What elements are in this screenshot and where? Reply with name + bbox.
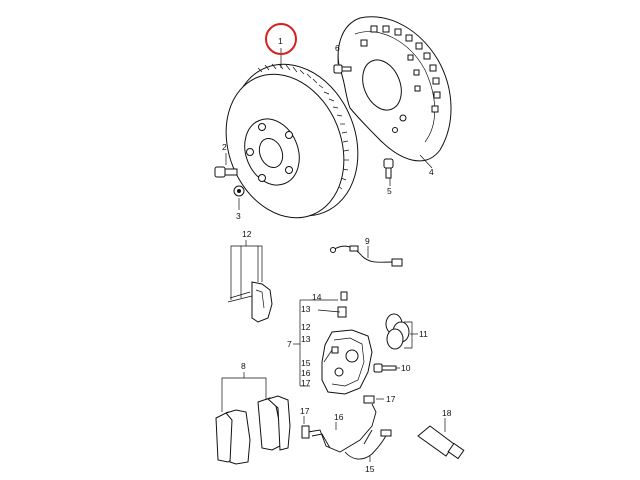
callout-10: 10 xyxy=(401,363,411,373)
callout-13: 13 xyxy=(301,304,311,314)
bolt-10[interactable] xyxy=(373,363,397,373)
screw-6[interactable] xyxy=(333,64,352,74)
callout-16b: 16 xyxy=(334,412,344,422)
callout-3: 3 xyxy=(236,211,241,221)
seal-rings[interactable] xyxy=(385,313,410,350)
callout-1: 1 xyxy=(278,36,283,46)
splash-shield[interactable] xyxy=(337,16,452,162)
callout-17c: 17 xyxy=(386,394,396,404)
callout-8: 8 xyxy=(241,361,246,371)
pad-retaining-pins[interactable] xyxy=(227,281,273,323)
shield-slots xyxy=(360,25,441,113)
bolt-17-left[interactable] xyxy=(301,425,310,439)
disc-bolt-holes xyxy=(246,123,293,182)
washer-3[interactable] xyxy=(233,185,245,197)
callout-12b: 12 xyxy=(301,322,311,332)
screw-2[interactable] xyxy=(214,166,238,178)
callout-5: 5 xyxy=(387,186,392,196)
callout-13b: 13 xyxy=(301,334,311,344)
bolt-17-right[interactable] xyxy=(363,395,375,404)
callout-18: 18 xyxy=(442,408,452,418)
callout-16a: 16 xyxy=(301,368,311,378)
callout-9: 9 xyxy=(365,236,370,246)
highlight-circle xyxy=(265,23,297,55)
callout-17b: 17 xyxy=(300,406,310,416)
callout-6: 6 xyxy=(335,43,340,53)
disc-vent-hatch xyxy=(257,63,350,190)
grease-tube[interactable] xyxy=(417,425,465,460)
callout-15b: 15 xyxy=(365,464,375,474)
callout-leaders xyxy=(221,48,446,462)
wear-sensor-9[interactable] xyxy=(330,245,403,267)
caliper[interactable] xyxy=(321,291,373,395)
callout-15a: 15 xyxy=(301,358,311,368)
callout-14: 14 xyxy=(312,292,322,302)
bolt-17-bottom[interactable] xyxy=(380,429,392,437)
callout-7: 7 xyxy=(287,339,292,349)
anti-rattle-spring[interactable] xyxy=(307,403,389,460)
callout-17a: 17 xyxy=(301,378,311,388)
brake-disc[interactable] xyxy=(205,45,379,235)
screw-5[interactable] xyxy=(383,158,394,179)
callout-12: 12 xyxy=(242,229,252,239)
callout-2: 2 xyxy=(222,142,227,152)
callout-4: 4 xyxy=(429,167,434,177)
brake-pads[interactable] xyxy=(215,395,291,465)
callout-11: 11 xyxy=(419,329,428,339)
